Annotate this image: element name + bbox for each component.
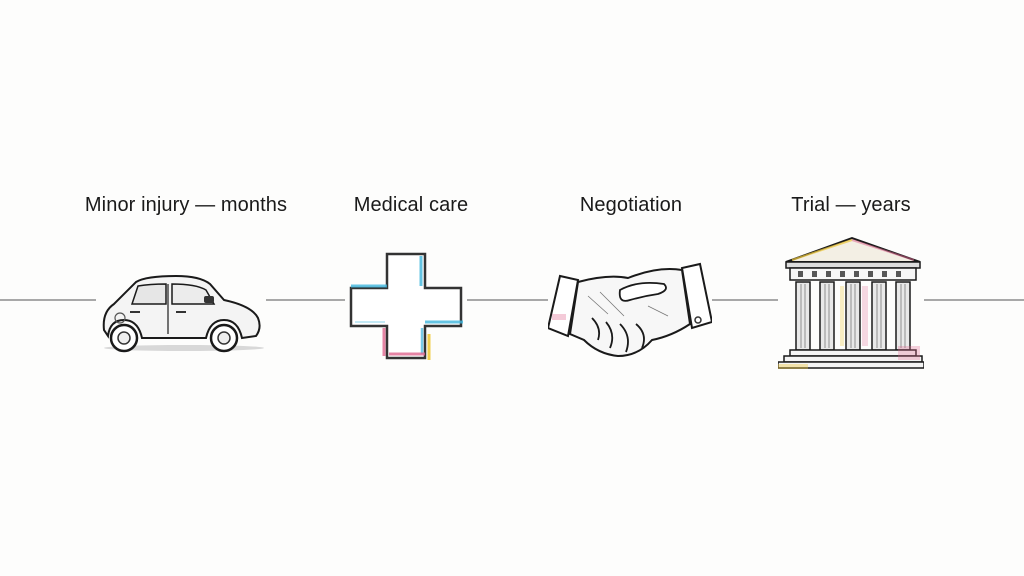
car-icon (96, 272, 266, 354)
courthouse-icon (778, 236, 924, 372)
timeline-line (0, 299, 1024, 301)
stage-label-minor-injury: Minor injury — months (84, 194, 288, 216)
stage-label-medical-care: Medical care (353, 194, 469, 216)
handshake-icon (548, 256, 712, 362)
stage-label-trial: Trial — years (791, 194, 911, 216)
medical-cross-icon (345, 250, 467, 362)
stage-label-negotiation: Negotiation (579, 194, 683, 216)
